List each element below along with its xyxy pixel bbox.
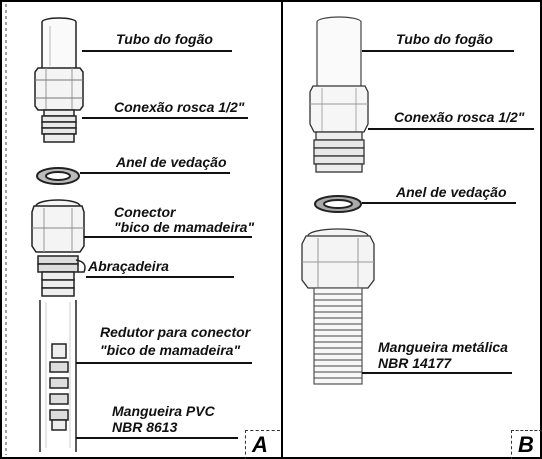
panel-a-sealing-ring xyxy=(36,167,80,185)
label-a-ring: Anel de vedação xyxy=(116,154,227,170)
label-a-connector-line1: Conector xyxy=(114,204,176,220)
leader-b-thread xyxy=(368,128,534,130)
label-a-connector-line2: "bico de mamadeira" xyxy=(114,219,255,235)
leader-a-hose xyxy=(76,437,238,439)
leader-b-tube xyxy=(362,50,514,52)
panel-b-threaded-connection xyxy=(309,85,369,173)
panel-b-letter: B xyxy=(511,430,542,459)
label-a-clamp: Abraçadeira xyxy=(88,258,169,274)
panel-a-threaded-connection xyxy=(34,67,84,143)
leader-a-ring xyxy=(80,172,230,174)
panel-a-reducer-and-hose xyxy=(39,271,77,452)
panel-a-stove-tube xyxy=(41,17,77,68)
label-b-thread: Conexão rosca 1/2" xyxy=(394,109,525,125)
panel-b-corrugated-hose xyxy=(313,287,363,385)
leader-b-hose xyxy=(362,372,512,374)
leader-a-thread xyxy=(82,117,248,119)
panel-b-stove-tube xyxy=(316,16,362,86)
leader-a-reducer xyxy=(76,362,252,364)
leader-a-connector xyxy=(84,236,252,238)
panel-b-sealing-ring xyxy=(314,195,362,213)
panel-b-metal-hose-nut xyxy=(301,228,375,289)
panel-a-letter: A xyxy=(245,430,280,459)
label-a-thread: Conexão rosca 1/2" xyxy=(114,99,245,115)
panel-a-clamp xyxy=(37,255,86,273)
label-a-tube: Tubo do fogão xyxy=(116,31,213,47)
label-a-reducer-line2: "bico de mamadeira" xyxy=(100,342,241,358)
leader-b-ring xyxy=(362,202,516,204)
panel-a-nipple-connector xyxy=(31,199,85,253)
label-b-hose-line1: Mangueira metálica xyxy=(378,339,508,355)
label-a-hose-line1: Mangueira PVC xyxy=(112,403,215,419)
label-a-hose-line2: NBR 8613 xyxy=(112,419,178,435)
label-b-hose-line2: NBR 14177 xyxy=(378,355,452,371)
leader-a-clamp xyxy=(86,276,234,278)
leader-a-tube xyxy=(82,50,232,52)
label-b-tube: Tubo do fogão xyxy=(396,31,493,47)
label-a-reducer-line1: Redutor para conector xyxy=(100,324,251,340)
label-b-ring: Anel de vedação xyxy=(396,184,507,200)
